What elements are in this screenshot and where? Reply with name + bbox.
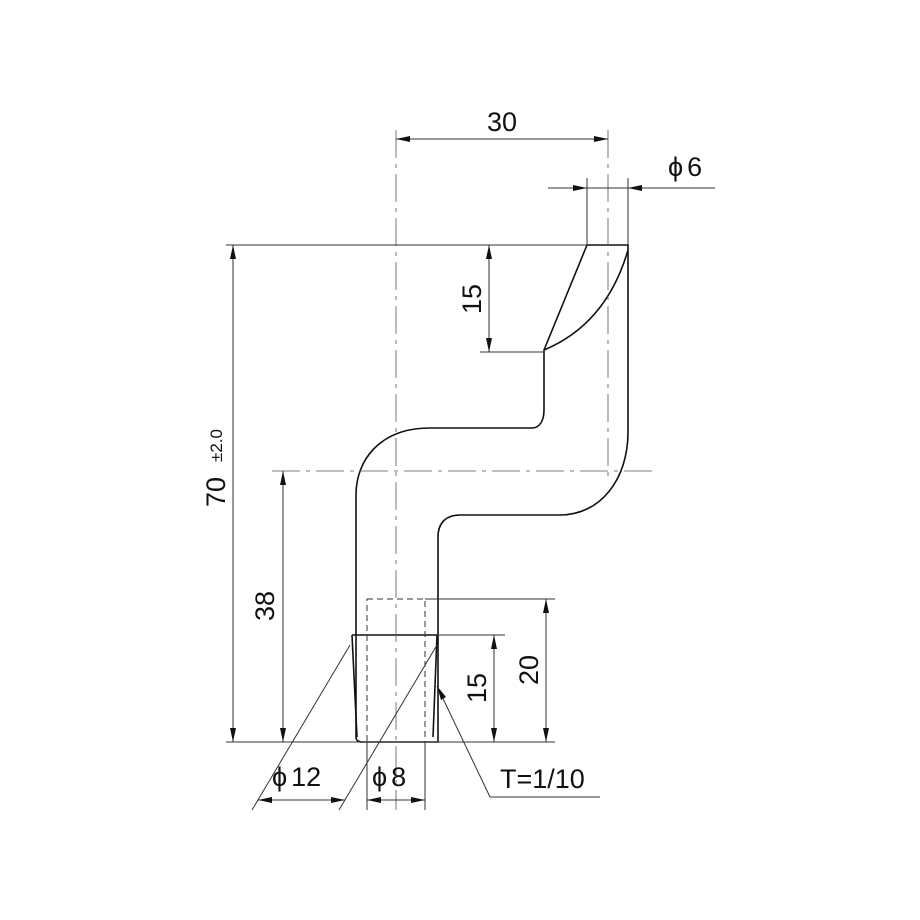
- dim-70-label: 70: [201, 477, 231, 507]
- dim-phi12-value: 12: [291, 762, 321, 792]
- dim-15-top-arrow-down: [486, 338, 492, 352]
- dim-15-bottom-arrow-up: [491, 635, 497, 649]
- dim-phi6-arrow-left: [573, 185, 587, 191]
- dim-phi12-arrow-left: [258, 797, 272, 803]
- dim-30-arrow-left: [396, 136, 410, 142]
- dim-70-label-group: 70 ±2.0: [201, 429, 231, 507]
- dim-20-arrow-up: [543, 599, 549, 613]
- part-outline: [355, 244, 629, 743]
- tip-cut-curve: [543, 249, 629, 351]
- dim-phi12-arrow-right: [331, 797, 345, 803]
- taper-note-leader: [436, 685, 600, 798]
- dim-phi8-arrow-right: [411, 797, 425, 803]
- dim-20-arrow-down: [543, 728, 549, 742]
- dim-15-top-label: 15: [457, 284, 487, 314]
- dim-20-label: 20: [514, 655, 544, 685]
- dim-phi6-arrow-right: [628, 185, 642, 191]
- dim-30-arrow-right: [594, 136, 608, 142]
- dim-phi6-value: 6: [687, 152, 702, 182]
- dim-30-label: 30: [487, 107, 517, 137]
- dim-15-bottom-arrow-down: [491, 728, 497, 742]
- dim-38-arrow-up: [280, 471, 286, 485]
- dim-38-label: 38: [250, 591, 280, 621]
- dim-phi12-symbol: ϕ: [272, 762, 287, 792]
- dim-phi8-arrow-left: [367, 797, 381, 803]
- dim-15-top-arrow-up: [486, 245, 492, 259]
- dim-phi6-symbol: ϕ: [668, 152, 683, 182]
- taper-note-label: T=1/10: [500, 764, 585, 794]
- dim-15-bottom-label: 15: [462, 673, 492, 703]
- taper-right-edge: [432, 634, 438, 738]
- taper-note-arrow: [437, 686, 446, 700]
- dim-38-arrow-down: [280, 728, 286, 742]
- dim-70-arrow-up: [230, 245, 236, 259]
- dim-phi12-ext-right: [338, 644, 438, 811]
- dim-phi8-value: 8: [391, 762, 406, 792]
- dim-70-tolerance: ±2.0: [207, 429, 226, 462]
- dim-phi8-symbol: ϕ: [372, 762, 387, 792]
- taper-left-edge: [351, 634, 358, 738]
- dim-70-arrow-down: [230, 728, 236, 742]
- dim-phi12-ext-left: [251, 644, 351, 811]
